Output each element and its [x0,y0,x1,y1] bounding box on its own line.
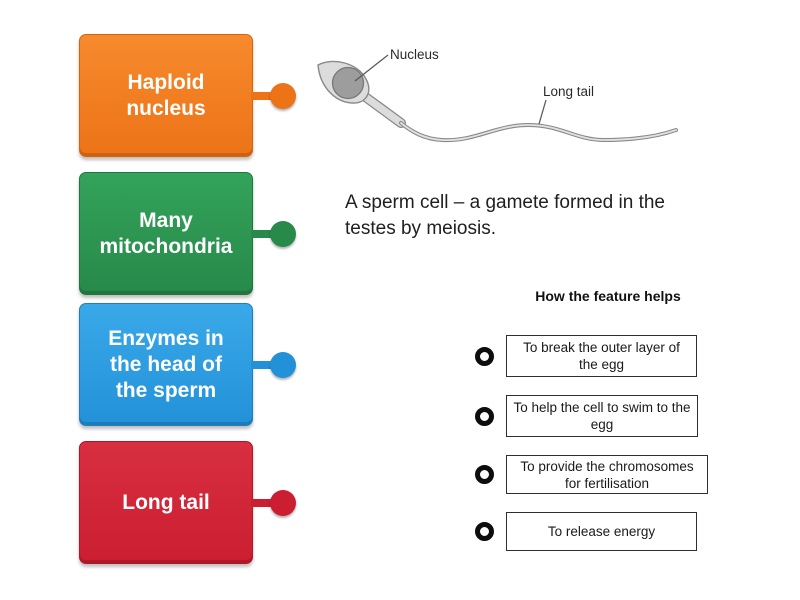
nucleus-pointer-line [354,54,389,82]
diagram-caption: A sperm cell – a gamete formed in the te… [345,192,665,239]
connector-stem [251,229,271,238]
feature-card-label: Haploid nucleus [126,70,206,120]
answer-ring[interactable] [475,522,494,541]
answer-option[interactable]: To provide the chromosomes for fertilisa… [506,455,708,494]
connector-dot[interactable] [270,489,296,516]
feature-card-label: Long tail [122,490,210,514]
answer-ring[interactable] [475,465,494,484]
connector-dot[interactable] [270,82,296,109]
tail-pointer-line [538,99,547,125]
sperm-nucleus [331,66,365,100]
feature-card-many-mitochondria[interactable]: Many mitochondria [79,172,296,295]
answer-slot-2: To help the cell to swim to the egg [475,395,698,437]
connector-stem [251,91,271,100]
answers-heading: How the feature helps [535,288,681,304]
answer-slot-3: To provide the chromosomes for fertilisa… [475,455,708,494]
feature-card-haploid-nucleus[interactable]: Haploid nucleus [79,34,296,157]
sperm-midpiece [356,89,405,127]
tail-label: Long tail [543,84,594,99]
connector-stem [251,498,271,507]
feature-card-long-tail[interactable]: Long tail [79,441,296,564]
connector-dot[interactable] [270,351,296,378]
answer-option[interactable]: To release energy [506,512,697,551]
feature-card-label: Many mitochondria [99,208,233,258]
nucleus-label: Nucleus [390,47,439,62]
answer-slot-1: To break the outer layer of the egg [475,335,697,377]
sperm-tail [400,122,677,141]
answer-option[interactable]: To help the cell to swim to the egg [506,395,698,437]
answer-ring[interactable] [475,346,494,366]
feature-card-label: Enzymes in the head of the sperm [108,326,224,402]
answer-option[interactable]: To break the outer layer of the egg [506,335,697,377]
sperm-diagram: Nucleus Long tail [317,47,678,143]
feature-card-enzymes[interactable]: Enzymes in the head of the sperm [79,303,296,426]
answer-ring[interactable] [475,406,494,426]
answer-slot-4: To release energy [475,512,697,551]
connector-stem [251,360,271,369]
connector-dot[interactable] [270,220,296,247]
